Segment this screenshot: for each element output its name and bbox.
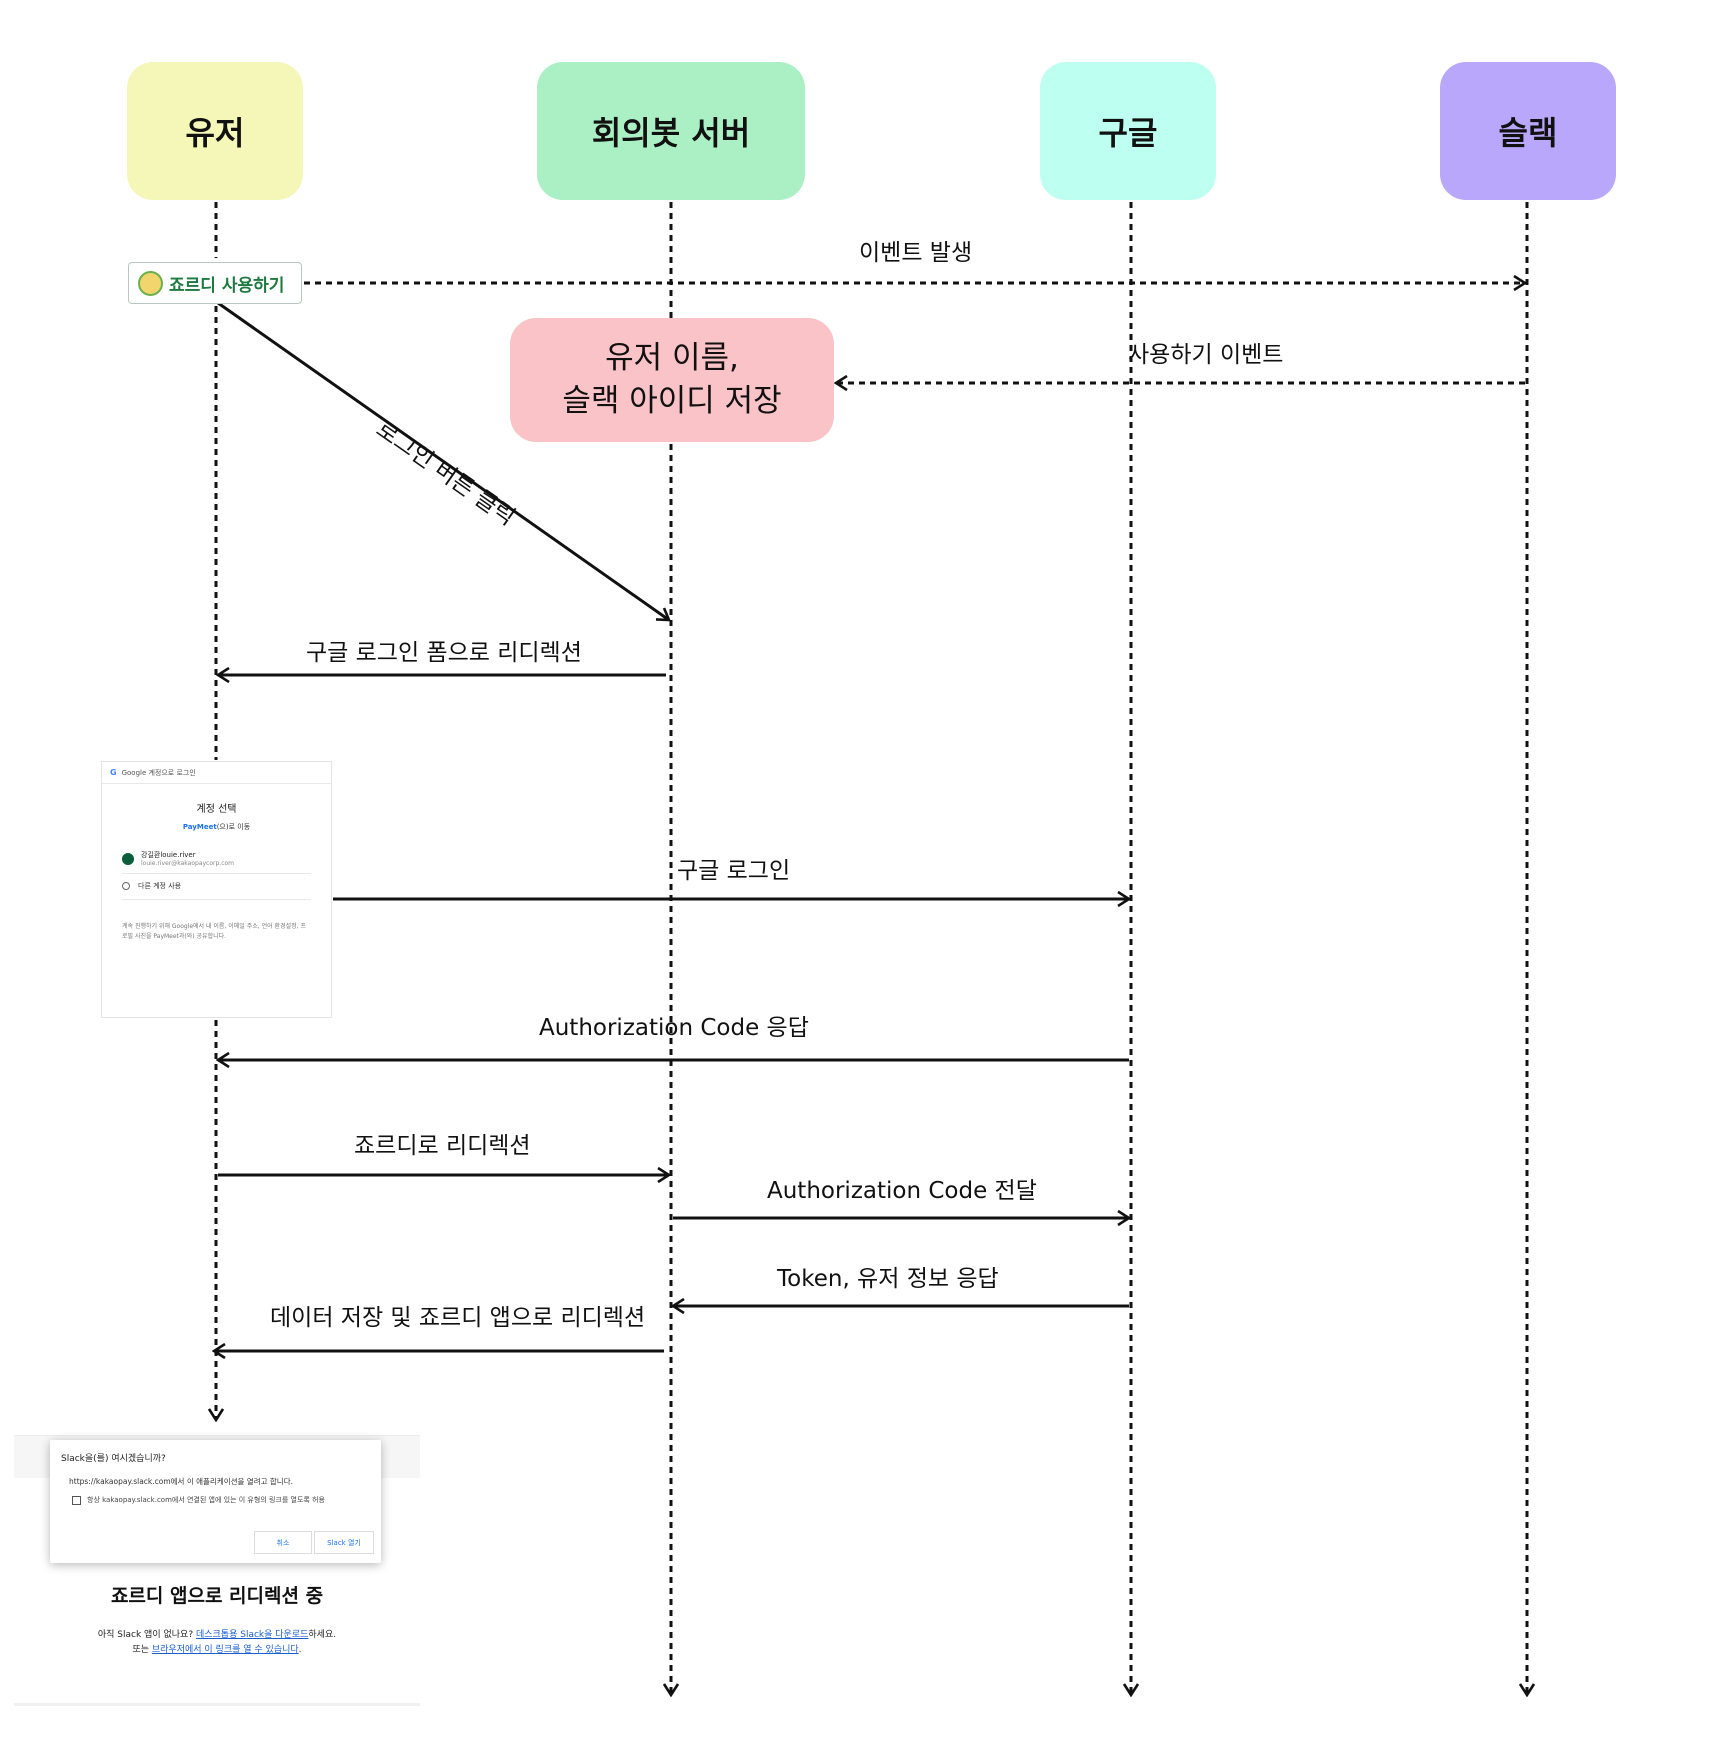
footer-line-2-suffix: . xyxy=(298,1645,302,1656)
label-use-event: 사용하기 이벤트 xyxy=(1128,342,1284,368)
actor-user: 유저 xyxy=(127,62,303,200)
slack-dialog-checkbox-row[interactable]: 항상 kakaopay.slack.com에서 연결된 앱에 있는 이 유형의 … xyxy=(72,1495,325,1505)
account-name: 강길환louie.river xyxy=(141,851,196,859)
footer-line-2-prefix: 또는 xyxy=(132,1645,152,1656)
redirecting-heading: 죠르디 앱으로 리디렉션 중 xyxy=(110,1585,324,1607)
label-save-redirect-app: 데이터 저장 및 죠르디 앱으로 리디렉션 xyxy=(270,1305,646,1331)
actor-google: 구글 xyxy=(1040,62,1216,200)
download-slack-link[interactable]: 데스크톱용 Slack을 다운로드 xyxy=(195,1630,309,1640)
slack-redirect-page: Slack을(를) 여시겠습니까? https://kakaopay.slack… xyxy=(14,1435,420,1706)
arrow-login-click xyxy=(217,301,669,620)
footer-line-1-prefix: 아직 Slack 앱이 없나요? xyxy=(97,1630,196,1640)
slack-dialog-open-button[interactable]: Slack 열기 xyxy=(314,1531,374,1554)
store-box-line1: 유저 이름, xyxy=(605,339,739,376)
google-card-subtitle: PayMeet(으)로 이동 xyxy=(102,822,331,832)
google-card-note: 계속 진행하기 위해 Google에서 내 이름, 이메일 주소, 언어 환경설… xyxy=(122,923,306,940)
actor-slack: 슬랙 xyxy=(1440,62,1616,200)
google-account-item[interactable]: 강길환louie.river louie.river@kakaopaycorp.… xyxy=(122,850,311,874)
slack-dialog-title: Slack을(를) 여시겠습니까? xyxy=(61,1454,166,1464)
footer-line-1-suffix: 하세요. xyxy=(308,1630,337,1640)
slack-dialog-checkbox-label: 항상 kakaopay.slack.com에서 연결된 앱에 있는 이 유형의 … xyxy=(87,1496,325,1504)
label-auth-code-response: Authorization Code 응답 xyxy=(539,1015,809,1041)
jordy-use-button-label: 죠르디 사용하기 xyxy=(169,275,285,296)
slack-dialog-checkbox[interactable] xyxy=(72,1495,81,1505)
actor-bot-server-label: 회의봇 서버 xyxy=(591,114,751,152)
actor-slack-label: 슬랙 xyxy=(1498,114,1558,152)
label-google-login: 구글 로그인 xyxy=(677,858,791,884)
google-card-header: G Google 계정으로 로그인 xyxy=(102,762,331,784)
person-icon xyxy=(122,882,130,890)
google-card-app-name: PayMeet xyxy=(182,823,217,831)
open-in-browser-link[interactable]: 브라우저에서 이 링크를 열 수 있습니다 xyxy=(151,1645,299,1656)
actor-bot-server: 회의봇 서버 xyxy=(537,62,805,200)
google-card-header-text: Google 계정으로 로그인 xyxy=(121,768,196,777)
use-other-account-label: 다른 계정 사용 xyxy=(138,882,182,890)
footer-line-2: 또는 브라우저에서 이 링크를 열 수 있습니다. xyxy=(14,1643,420,1658)
google-card-subtitle-suffix: (으)로 이동 xyxy=(216,823,251,831)
label-auth-code-forward: Authorization Code 전달 xyxy=(767,1178,1037,1204)
use-other-account-item[interactable]: 다른 계정 사용 xyxy=(122,881,311,900)
google-card-title: 계정 선택 xyxy=(196,804,237,815)
store-user-info-box: 유저 이름, 슬랙 아이디 저장 xyxy=(510,318,834,442)
slack-dialog-message: https://kakaopay.slack.com에서 이 애플리케이션을 열… xyxy=(69,1477,293,1486)
label-event-fire: 이벤트 발생 xyxy=(859,240,973,266)
store-box-line2: 슬랙 아이디 저장 xyxy=(562,383,782,419)
label-redirect-jordy: 죠르디로 리디렉션 xyxy=(354,1133,531,1159)
google-logo-icon: G xyxy=(110,768,117,777)
label-token-response: Token, 유저 정보 응답 xyxy=(777,1266,999,1292)
slack-dialog-cancel-button[interactable]: 취소 xyxy=(254,1531,312,1554)
actor-user-label: 유저 xyxy=(185,114,245,152)
label-redirect-google-form: 구글 로그인 폼으로 리디렉션 xyxy=(306,640,582,666)
slack-open-dialog: Slack을(를) 여시겠습니까? https://kakaopay.slack… xyxy=(50,1440,381,1563)
account-email: louie.river@kakaopaycorp.com xyxy=(141,860,235,867)
jordy-use-button[interactable]: 죠르디 사용하기 xyxy=(128,262,302,304)
jordy-emoji-icon xyxy=(138,270,163,296)
actor-google-label: 구글 xyxy=(1098,114,1158,152)
footer-line-1: 아직 Slack 앱이 없나요? 데스크톱용 Slack을 다운로드하세요. xyxy=(14,1628,420,1643)
google-login-card: G Google 계정으로 로그인 계정 선택 PayMeet(으)로 이동 강… xyxy=(101,761,332,1018)
account-avatar xyxy=(122,852,134,865)
slack-page-footer: 아직 Slack 앱이 없나요? 데스크톱용 Slack을 다운로드하세요. 또… xyxy=(14,1628,420,1659)
